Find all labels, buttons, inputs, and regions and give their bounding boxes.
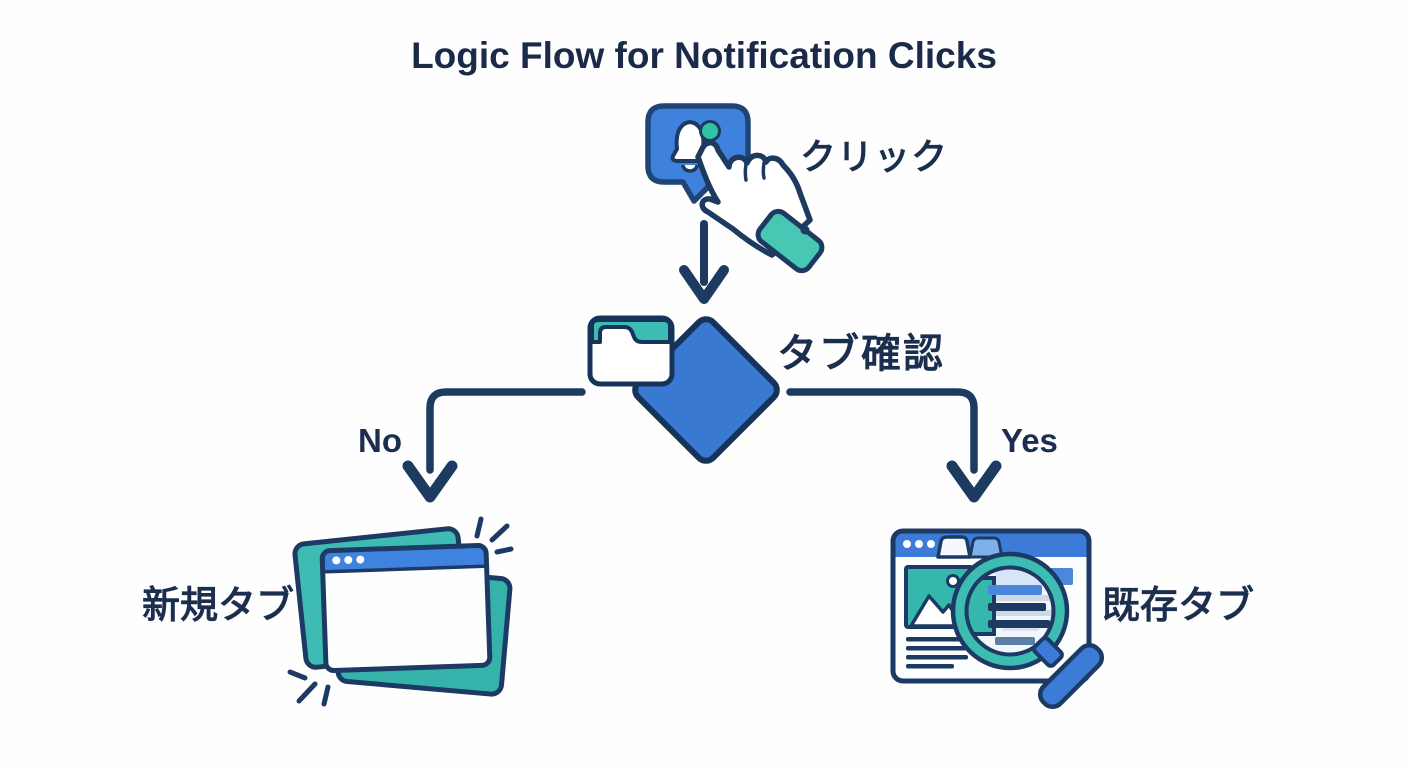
notification-dot (699, 120, 721, 142)
window-dot (344, 555, 353, 564)
arrowhead-down-icon (402, 460, 458, 503)
inactive-tab (968, 536, 1004, 559)
window-titlebar (322, 545, 487, 572)
sleeve-cuff (755, 208, 825, 274)
magnifier-collar (1032, 636, 1064, 668)
browser-outline (890, 528, 1092, 684)
start-node-notification-click: クリック (645, 103, 948, 274)
new-browser-windows-icon (287, 516, 514, 707)
window-dot (356, 555, 365, 564)
arrow-no-branch (402, 388, 586, 503)
image-sun-dot (946, 574, 960, 588)
active-tab (936, 535, 972, 559)
decision-node-tab-check: タブ確認 (587, 315, 945, 464)
result-node-existing-tab: 既存タブ (890, 528, 1254, 710)
magnified-content (966, 576, 1050, 645)
front-window (319, 542, 493, 674)
arrow-shaft (786, 388, 978, 474)
arrow-click-to-decision (679, 220, 729, 304)
finger-crease (743, 162, 748, 182)
arrow-shaft (426, 388, 586, 474)
window-dot (332, 556, 341, 565)
magnifier-handle (1037, 642, 1105, 710)
arrowhead-down-icon (679, 265, 729, 304)
titlebar-divider (322, 564, 487, 574)
connectors (402, 220, 1002, 503)
notification-bell-click-icon (645, 103, 825, 274)
start-node-label: クリック (800, 136, 948, 177)
magnifier-rim-outer (950, 551, 1070, 671)
magnifier-rim (953, 554, 1067, 668)
bell-clapper (681, 164, 699, 173)
text-line (906, 637, 968, 642)
arrow-yes-branch (786, 388, 1002, 503)
window-dot (927, 540, 935, 548)
folder-tab-strip (590, 318, 672, 344)
text-line (906, 646, 968, 651)
result-node-new-tab: 新規タブ (142, 516, 514, 707)
browser-tab-folder-icon (587, 315, 675, 387)
result-label-new-tab: 新規タブ (142, 584, 294, 627)
magnifier-rim-inner (964, 565, 1056, 657)
text-line (906, 664, 954, 669)
window-body (322, 545, 490, 671)
browser-magnifier-icon (890, 528, 1105, 710)
branch-label-no: No (358, 422, 402, 459)
text-line (906, 655, 968, 660)
branch-label-yes: Yes (1001, 422, 1058, 459)
window-dot (903, 540, 911, 548)
magnifier-icon (950, 551, 1105, 710)
window-outline (319, 542, 493, 674)
sparkle-burst-icon (287, 516, 514, 707)
result-label-existing-tab: 既存タブ (1102, 584, 1254, 627)
window-dot (915, 540, 923, 548)
finger-crease (761, 161, 766, 180)
page-title: Logic Flow for Notification Clicks (411, 35, 997, 76)
decision-node-label: タブ確認 (777, 331, 945, 376)
cuff-button (800, 225, 810, 235)
arrowhead-down-icon (946, 460, 1002, 503)
